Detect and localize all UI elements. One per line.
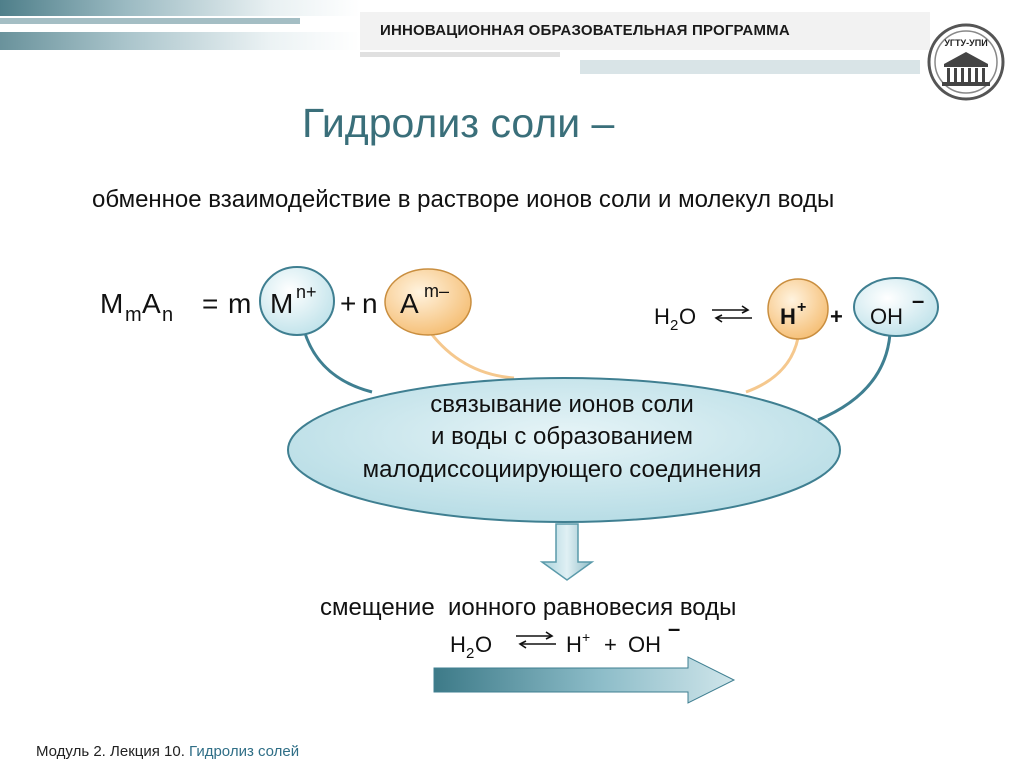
ellipse-text-line-1: связывание ионов соли	[430, 391, 694, 418]
hplus-connector	[745, 337, 800, 394]
cation-connector	[302, 329, 373, 394]
hydroxide-charge: –	[912, 288, 924, 313]
result-water-O: O	[475, 632, 492, 657]
hydroxide-symbol: OH	[870, 304, 903, 329]
result-hydroxide-charge: –	[668, 616, 680, 641]
salt-plus-sign: +	[340, 288, 356, 319]
water-plus-sign: +	[830, 304, 843, 329]
footer-topic: Гидролиз солей	[189, 743, 300, 760]
building-icon	[942, 52, 990, 86]
logo-text: УГТУ-УПИ	[944, 38, 987, 48]
hydroxide-connector	[817, 333, 892, 422]
salt-coef-m: m	[228, 288, 251, 319]
shift-arrow-icon	[433, 656, 736, 704]
salt-A: A	[142, 288, 161, 319]
result-water-H: H	[450, 632, 466, 657]
result-plus-sign: +	[604, 632, 617, 657]
anion-charge: m–	[424, 281, 449, 301]
cation-bubble	[259, 266, 335, 336]
result-water-subscript: 2	[466, 645, 474, 662]
result-hydroxide: OH	[628, 632, 661, 657]
down-arrow-icon	[539, 523, 595, 581]
footer-module: Модуль 2. Лекция 10.	[36, 743, 185, 760]
salt-M: M	[100, 288, 123, 319]
cation-charge: n+	[296, 282, 317, 302]
definition-text: обменное взаимодействие в растворе ионов…	[92, 186, 835, 213]
hplus-bubble	[767, 278, 829, 340]
binding-ellipse	[287, 377, 841, 523]
slide-title: Гидролиз соли –	[302, 100, 615, 146]
anion-connector	[428, 331, 515, 380]
salt-equals-sign: =	[202, 288, 218, 319]
water-H: H	[654, 304, 670, 329]
salt-m-subscript: m	[125, 304, 142, 326]
university-logo: УГТУ-УПИ	[927, 23, 1005, 101]
equilibrium-arrows-icon	[712, 305, 752, 323]
water-O: O	[679, 304, 696, 329]
result-hplus: H	[566, 632, 582, 657]
salt-coef-n: n	[362, 288, 378, 319]
footer: Модуль 2. Лекция 10. Гидролиз солей	[36, 743, 299, 760]
hplus-charge: +	[797, 299, 806, 316]
hplus-symbol: H	[780, 304, 796, 329]
ellipse-text-line-3: малодиссоциирующего соединения	[362, 456, 762, 483]
result-equilibrium-arrows-icon	[516, 631, 556, 649]
result-hplus-charge: +	[582, 629, 590, 645]
header-band	[0, 0, 930, 74]
hydroxide-bubble	[853, 277, 939, 337]
water-subscript-2: 2	[670, 317, 678, 334]
header-title: ИННОВАЦИОННАЯ ОБРАЗОВАТЕЛЬНАЯ ПРОГРАММА	[380, 22, 790, 39]
cation-symbol: M	[270, 288, 293, 319]
ellipse-text-line-2: и воды с образованием	[431, 423, 693, 450]
anion-bubble	[384, 268, 472, 336]
result-text: смещение ионного равновесия воды	[320, 594, 737, 621]
anion-symbol: A	[400, 288, 419, 319]
salt-n-subscript: n	[162, 304, 173, 326]
